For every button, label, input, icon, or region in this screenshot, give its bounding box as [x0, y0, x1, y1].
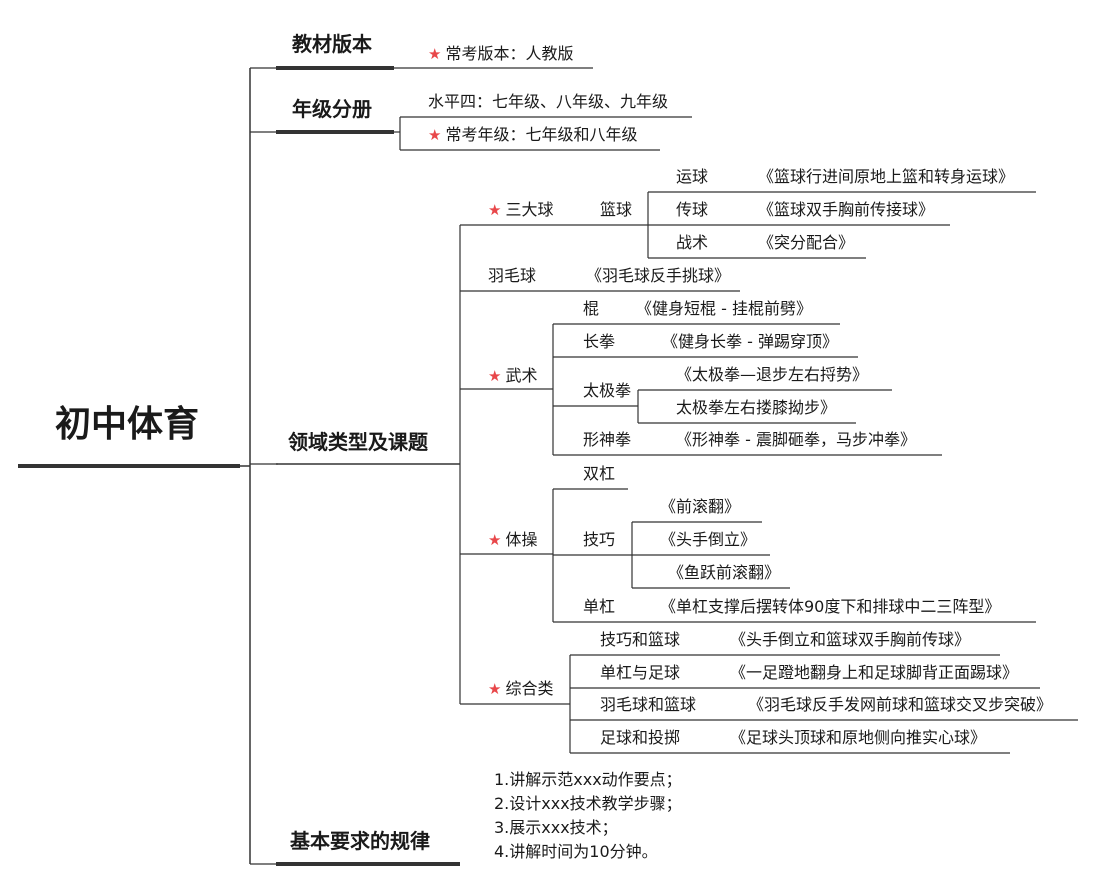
- node-stick[interactable]: 棍: [583, 299, 600, 318]
- node-changquan-lesson[interactable]: 《健身长拳 - 弹踢穿顶》: [662, 332, 838, 351]
- node-badminton[interactable]: 羽毛球: [488, 266, 537, 285]
- star-icon: ★: [488, 201, 502, 219]
- node-grade[interactable]: 年级分册: [292, 97, 372, 121]
- requirement-line-2: 2.设计xxx技术教学步骤；: [494, 794, 682, 813]
- node-edition-common[interactable]: ★常考版本：人教版: [428, 44, 574, 63]
- node-combo1[interactable]: 技巧和篮球: [600, 630, 681, 649]
- node-skill-lesson1[interactable]: 《前滚翻》: [660, 497, 741, 516]
- node-pass[interactable]: 传球: [676, 200, 709, 219]
- node-skill-lesson2[interactable]: 《头手倒立》: [660, 530, 757, 549]
- node-taiji-lesson2[interactable]: 太极拳左右搂膝拗步》: [676, 398, 837, 417]
- requirement-line-1: 1.讲解示范xxx动作要点；: [494, 770, 682, 789]
- node-gym[interactable]: ★体操: [488, 530, 538, 549]
- node-combo[interactable]: ★综合类: [488, 679, 554, 698]
- node-dribble-lesson[interactable]: 《篮球行进间原地上篮和转身运球》: [758, 167, 1015, 186]
- node-horizontal-lesson[interactable]: 《单杠支撑后摆转体90度下和排球中二三阵型》: [660, 597, 1001, 616]
- star-icon: ★: [488, 680, 502, 698]
- node-domain[interactable]: 领域类型及课题: [288, 430, 428, 454]
- star-icon: ★: [428, 45, 442, 63]
- star-icon: ★: [428, 126, 442, 144]
- node-parallel[interactable]: 双杠: [583, 464, 616, 483]
- node-tactic-lesson[interactable]: 《突分配合》: [758, 233, 855, 252]
- node-edition[interactable]: 教材版本: [292, 32, 372, 56]
- node-badminton-lesson[interactable]: 《羽毛球反手挑球》: [586, 266, 731, 285]
- node-combo4[interactable]: 足球和投掷: [600, 728, 681, 747]
- node-horizontal[interactable]: 单杠: [583, 597, 616, 616]
- star-icon: ★: [488, 367, 502, 385]
- node-combo2[interactable]: 单杠与足球: [600, 663, 681, 682]
- node-wushu[interactable]: ★武术: [488, 366, 538, 385]
- star-icon: ★: [488, 531, 502, 549]
- node-taiji-lesson1[interactable]: 《太极拳—退步左右捋势》: [676, 365, 869, 384]
- node-xingshen-lesson[interactable]: 《形神拳 - 震脚砸拳，马步冲拳》: [676, 430, 916, 449]
- node-pass-lesson[interactable]: 《篮球双手胸前传接球》: [758, 200, 935, 219]
- node-skill[interactable]: 技巧: [583, 530, 616, 549]
- requirement-line-4: 4.讲解时间为10分钟。: [494, 842, 658, 861]
- node-requirement[interactable]: 基本要求的规律: [290, 829, 430, 853]
- node-ball3[interactable]: ★三大球: [488, 200, 554, 219]
- node-taiji[interactable]: 太极拳: [583, 381, 632, 400]
- node-tactic[interactable]: 战术: [676, 233, 709, 252]
- root-title: 初中体育: [55, 404, 200, 445]
- node-grade-common[interactable]: ★常考年级：七年级和八年级: [428, 125, 638, 144]
- node-grade-level[interactable]: 水平四：七年级、八年级、九年级: [428, 92, 669, 111]
- node-combo2-lesson[interactable]: 《一足蹬地翻身上和足球脚背正面踢球》: [730, 663, 1019, 682]
- node-combo3[interactable]: 羽毛球和篮球: [600, 695, 697, 714]
- node-dribble[interactable]: 运球: [676, 167, 709, 186]
- node-combo3-lesson[interactable]: 《羽毛球反手发网前球和篮球交叉步突破》: [748, 695, 1053, 714]
- node-skill-lesson3[interactable]: 《鱼跃前滚翻》: [668, 563, 781, 582]
- requirement-line-3: 3.展示xxx技术；: [494, 818, 618, 837]
- node-changquan[interactable]: 长拳: [583, 332, 616, 351]
- node-combo4-lesson[interactable]: 《足球头顶球和原地侧向推实心球》: [730, 728, 987, 747]
- node-stick-lesson[interactable]: 《健身短棍 - 挂棍前劈》: [636, 299, 812, 318]
- node-basketball[interactable]: 篮球: [600, 200, 633, 219]
- node-combo1-lesson[interactable]: 《头手倒立和篮球双手胸前传球》: [730, 630, 971, 649]
- node-xingshen[interactable]: 形神拳: [583, 430, 632, 449]
